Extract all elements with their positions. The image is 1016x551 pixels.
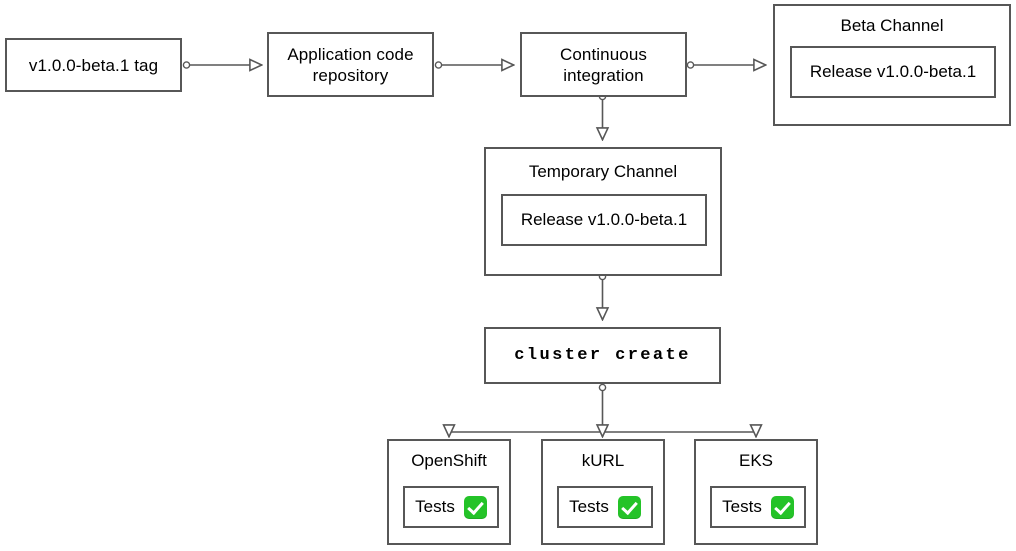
- node-eks[interactable]: EKS Tests: [694, 439, 818, 545]
- check-mark-button-icon: [463, 495, 487, 519]
- node-temporary-channel-title: Temporary Channel: [528, 162, 678, 181]
- node-version-tag[interactable]: v1.0.0-beta.1 tag: [5, 38, 182, 92]
- node-temporary-channel[interactable]: Temporary Channel Release v1.0.0-beta.1: [484, 147, 722, 276]
- node-continuous-integration-label: Continuous integration: [559, 44, 647, 85]
- check-mark-button-icon: [617, 495, 641, 519]
- node-beta-channel-title: Beta Channel: [840, 16, 944, 35]
- node-kurl-title: kURL: [581, 451, 625, 470]
- node-eks-tests[interactable]: Tests: [710, 486, 806, 528]
- node-application-code-repository[interactable]: Application code repository: [267, 32, 434, 97]
- node-beta-channel-release[interactable]: Release v1.0.0-beta.1: [790, 46, 996, 98]
- node-kurl-tests-label: Tests: [569, 497, 609, 516]
- node-cluster-create[interactable]: cluster create: [484, 327, 721, 384]
- node-kurl-tests[interactable]: Tests: [557, 486, 653, 528]
- node-beta-channel-release-label: Release v1.0.0-beta.1: [809, 62, 977, 81]
- node-openshift-tests-label: Tests: [415, 497, 455, 516]
- node-kurl[interactable]: kURL Tests: [541, 439, 665, 545]
- node-openshift[interactable]: OpenShift Tests: [387, 439, 511, 545]
- node-beta-channel[interactable]: Beta Channel Release v1.0.0-beta.1: [773, 4, 1011, 126]
- node-openshift-title: OpenShift: [411, 451, 487, 470]
- node-openshift-tests[interactable]: Tests: [403, 486, 499, 528]
- node-continuous-integration[interactable]: Continuous integration: [520, 32, 687, 97]
- node-eks-title: EKS: [738, 451, 774, 470]
- node-cluster-create-label: cluster create: [514, 346, 691, 365]
- node-temporary-channel-release-label: Release v1.0.0-beta.1: [520, 210, 688, 229]
- check-mark-button-icon: [770, 495, 794, 519]
- node-temporary-channel-release[interactable]: Release v1.0.0-beta.1: [501, 194, 707, 246]
- node-application-code-repository-label: Application code repository: [287, 44, 414, 85]
- node-version-tag-label: v1.0.0-beta.1 tag: [28, 55, 159, 75]
- node-eks-tests-label: Tests: [722, 497, 762, 516]
